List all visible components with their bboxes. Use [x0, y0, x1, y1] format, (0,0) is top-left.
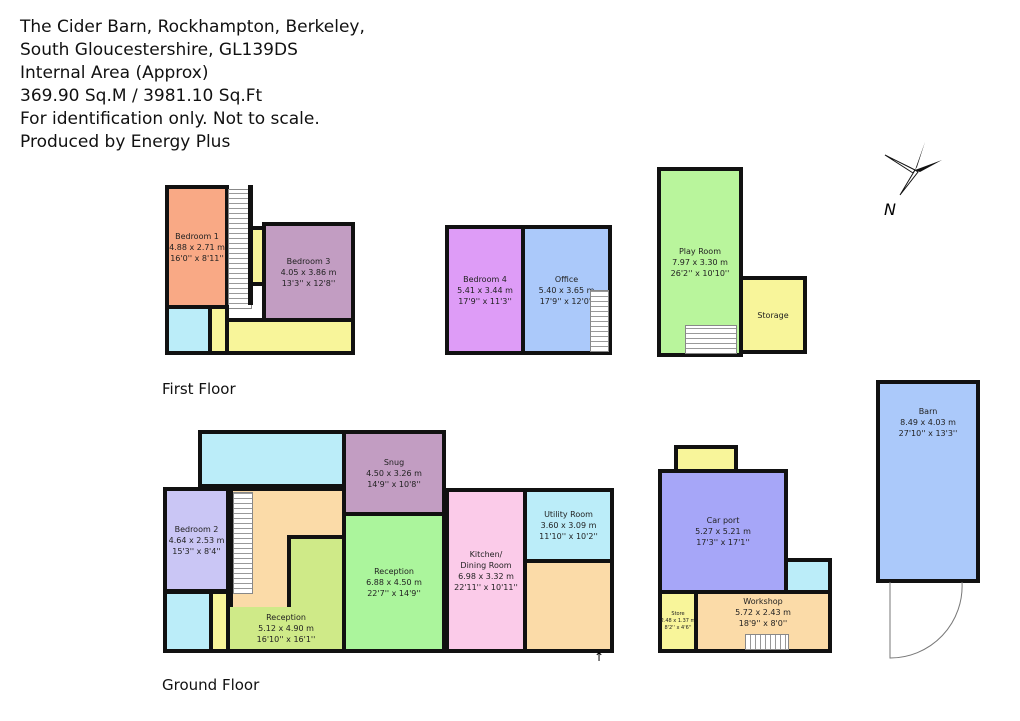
room-imperial: 13'3'' x 12'8''	[281, 278, 336, 288]
area-value: 369.90 Sq.M / 3981.10 Sq.Ft	[20, 86, 263, 106]
room-workshop: Workshop 5.72 x 2.43 m 18'9'' x 8'0''	[694, 590, 832, 653]
room-imperial: 16'0'' x 8'11''	[170, 253, 224, 263]
room-name: Bedroom 4	[463, 274, 507, 284]
room-kitchen-dining: Kitchen/ Dining Room 6.98 x 3.32 m 22'11…	[445, 488, 527, 653]
room-name: Car port	[706, 516, 740, 525]
room-name: Workshop	[743, 597, 783, 606]
room-metric: 4.05 x 3.86 m	[280, 267, 337, 277]
room-name: Barn	[918, 407, 938, 416]
room-car-port: Car port 5.27 x 5.21 m 17'3'' x 17'1''	[658, 469, 788, 594]
room-metric: 3.60 x 3.09 m	[540, 521, 597, 530]
room-metric: 4.50 x 3.26 m	[366, 468, 422, 478]
room-name: Reception	[266, 612, 306, 622]
room-imperial: 17'9'' x 11'3''	[458, 296, 512, 306]
room-reception-center: Reception 6.88 x 4.50 m 22'7'' x 14'9''	[342, 512, 446, 653]
room-snug: Snug 4.50 x 3.26 m 14'9'' x 10'8''	[342, 430, 446, 516]
room-bedroom-1: Bedroom 1 4.88 x 2.71 m 16'0'' x 8'11''	[165, 185, 229, 309]
room-imperial: 8'2'' x 4'6''	[664, 625, 692, 631]
room-name: Storage	[757, 310, 789, 320]
shower-room	[163, 590, 213, 653]
room-bedroom-4: Bedroom 4 5.41 x 3.44 m 17'9'' x 11'3''	[445, 225, 525, 355]
north-label: N	[884, 200, 896, 219]
room-barn: Barn 8.49 x 4.03 m 27'10'' x 13'3''	[876, 380, 980, 583]
room-name: Play Room	[678, 246, 721, 256]
room-metric: 6.88 x 4.50 m	[366, 578, 422, 587]
room-imperial: 22'7'' x 14'9''	[367, 589, 421, 598]
room-imperial: 18'9'' x 8'0''	[738, 619, 788, 628]
room-name: Bedroom 2	[174, 524, 219, 534]
room-name: Office	[554, 274, 579, 284]
room-metric: 2.48 x 1.37 m	[660, 618, 696, 624]
room-name: Bedroom 3	[286, 256, 331, 266]
room-name: Kitchen/	[469, 549, 503, 559]
first-floor-label: First Floor	[162, 380, 236, 398]
room-metric: 4.88 x 2.71 m	[169, 242, 225, 252]
room-metric: 5.12 x 4.90 m	[258, 623, 314, 633]
barn-door-swing	[889, 582, 963, 659]
room-metric: 7.97 x 3.30 m	[672, 257, 728, 267]
room-metric: 5.41 x 3.44 m	[457, 285, 513, 295]
room-name: Bedroom 1	[175, 231, 219, 241]
room-reception-left: Reception 5.12 x 4.90 m 16'10'' x 16'1''	[226, 607, 346, 653]
producer: Produced by Energy Plus	[20, 132, 231, 152]
address-line-2: South Gloucestershire, GL139DS	[20, 40, 298, 60]
room-imperial: 14'9'' x 10'8''	[367, 479, 421, 489]
room-metric: 6.98 x 3.32 m	[458, 571, 514, 581]
room-reception-left-upper	[287, 535, 346, 615]
compass-rose-icon	[884, 142, 942, 196]
property-header: The Cider Barn, Rockhampton, Berkeley, S…	[20, 16, 365, 154]
landing	[225, 318, 355, 355]
room-metric: 5.72 x 2.43 m	[735, 608, 791, 617]
wardrobe	[249, 226, 266, 286]
staircase	[590, 290, 609, 352]
room-name: Store	[671, 611, 685, 617]
room-imperial: 11'10'' x 10'2''	[539, 532, 598, 541]
room-imperial: 16'10'' x 16'1''	[256, 634, 316, 644]
room-imperial: 15'3'' x 8'4''	[172, 546, 221, 556]
room-metric: 8.49 x 4.03 m	[900, 418, 956, 427]
room-imperial: 17'3'' x 17'1''	[696, 538, 750, 547]
staircase	[233, 492, 253, 594]
room-metric: 4.64 x 2.53 m	[168, 535, 225, 545]
room-imperial: 27'10'' x 13'3''	[898, 429, 958, 438]
room-imperial: 17'9'' x 12'0''	[539, 296, 594, 306]
en-suite-bathroom	[165, 305, 212, 355]
disclaimer: For identification only. Not to scale.	[20, 109, 320, 129]
room-imperial: 22'11'' x 10'11''	[454, 582, 518, 592]
ground-floor-label: Ground Floor	[162, 676, 260, 694]
rear-hall	[523, 559, 614, 653]
room-storage: Storage	[739, 276, 807, 354]
staircase	[745, 634, 789, 650]
room-metric: 5.40 x 3.65 m	[538, 285, 595, 295]
area-label: Internal Area (Approx)	[20, 63, 209, 83]
staircase	[685, 325, 737, 354]
room-name: Snug	[383, 457, 405, 467]
room-bedroom-2: Bedroom 2 4.64 x 2.53 m 15'3'' x 8'4''	[163, 487, 230, 593]
room-metric: 5.27 x 5.21 m	[695, 527, 751, 536]
entrance-arrow-icon: ↑	[594, 650, 605, 664]
room-bedroom-3: Bedroom 3 4.05 x 3.86 m 13'3'' x 12'8''	[262, 222, 355, 322]
room-name: Utility Room	[544, 510, 593, 519]
room-utility: Utility Room 3.60 x 3.09 m 11'10'' x 10'…	[523, 488, 614, 563]
address-line-1: The Cider Barn, Rockhampton, Berkeley,	[20, 17, 365, 37]
room-name-2: Dining Room	[460, 560, 512, 570]
room-name: Reception	[374, 567, 414, 576]
family-bathroom	[198, 430, 346, 488]
room-store: Store 2.48 x 1.37 m 8'2'' x 4'6''	[658, 590, 698, 653]
room-imperial: 26'2'' x 10'10''	[670, 268, 730, 278]
